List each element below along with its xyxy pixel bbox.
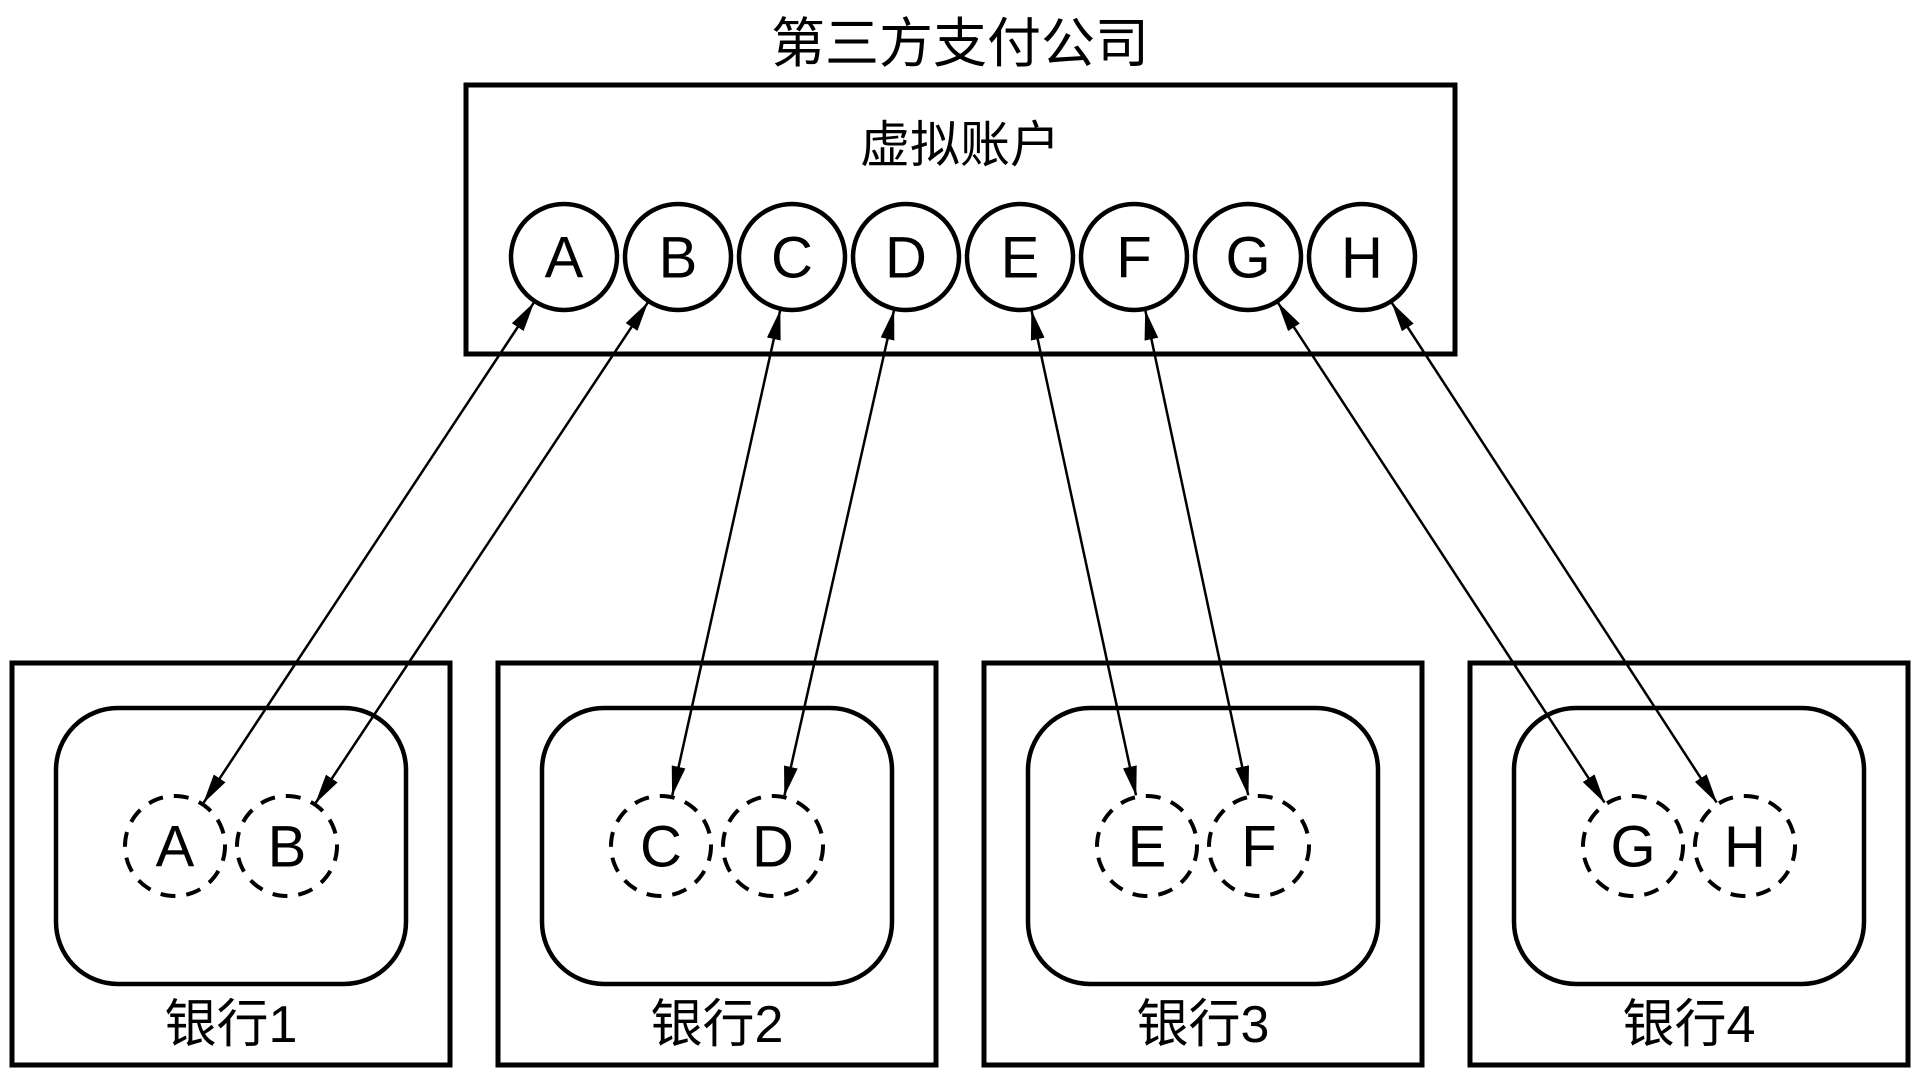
virtual-account-node-c: C — [736, 201, 848, 313]
bank-3-inner-shape — [1025, 705, 1381, 987]
node-circle-d — [850, 201, 962, 313]
virtual-account-node-h: H — [1306, 201, 1418, 313]
virtual-account-node-f: F — [1078, 201, 1190, 313]
bank-2-inner-shape — [539, 705, 895, 987]
bank-1-inner-shape — [53, 705, 409, 987]
diagram-title: 第三方支付公司 — [771, 14, 1149, 74]
bank-2-box: C D 银行2 — [495, 660, 939, 1068]
bank-4-inner-shape — [1511, 705, 1867, 987]
node-letter-a: A — [545, 226, 584, 291]
node-letter-d: D — [885, 226, 927, 291]
bank-1-label: 银行1 — [165, 996, 298, 1054]
bank-3-box: E F 银行3 — [981, 660, 1425, 1068]
node-circle-e — [964, 201, 1076, 313]
node-letter-f: F — [1116, 226, 1151, 291]
bank-3-account-circle-f — [1207, 794, 1311, 898]
bank-3-label: 银行3 — [1137, 996, 1270, 1054]
node-letter-e: E — [1001, 226, 1040, 291]
link-arrow-d — [783, 309, 896, 797]
bank-2-account-circle-c — [609, 794, 713, 898]
bank-1-account-letter-b: B — [268, 815, 307, 880]
bank-1-account-circle-a — [123, 794, 227, 898]
node-letter-b: B — [659, 226, 698, 291]
bank-2-account-letter-d: D — [752, 815, 794, 880]
virtual-account-node-b: B — [622, 201, 734, 313]
link-arrow-b — [314, 301, 649, 804]
bank-2-label: 银行2 — [651, 996, 784, 1054]
bank-1-box: A B 银行1 — [9, 660, 453, 1068]
node-letter-c: C — [771, 226, 813, 291]
bank-4-label: 银行4 — [1623, 996, 1756, 1054]
virtual-account-label: 虚拟账户 — [860, 117, 1060, 173]
virtual-account-box: 虚拟账户 A B C D E F G H — [463, 82, 1458, 357]
link-arrow-h — [1390, 302, 1718, 804]
node-letter-g: G — [1225, 226, 1270, 291]
virtual-account-node-g: G — [1192, 201, 1304, 313]
bank-4-box: G H 银行4 — [1467, 660, 1911, 1068]
bank-4-account-letter-h: H — [1724, 815, 1766, 880]
bank-2-account-letter-c: C — [640, 815, 682, 880]
link-arrow-f — [1144, 309, 1250, 797]
node-letter-h: H — [1341, 226, 1383, 291]
link-arrow-e — [1030, 309, 1138, 797]
virtual-account-node-e: E — [964, 201, 1076, 313]
bank-3-account-letter-f: F — [1241, 815, 1276, 880]
link-arrow-c — [671, 309, 782, 797]
bank-4-account-circle-h — [1693, 794, 1797, 898]
bank-3-account-letter-e: E — [1128, 815, 1167, 880]
bank-1-account-letter-a: A — [156, 815, 195, 880]
virtual-account-node-a: A — [508, 201, 620, 313]
bank-4-account-letter-g: G — [1610, 815, 1655, 880]
virtual-account-node-d: D — [850, 201, 962, 313]
